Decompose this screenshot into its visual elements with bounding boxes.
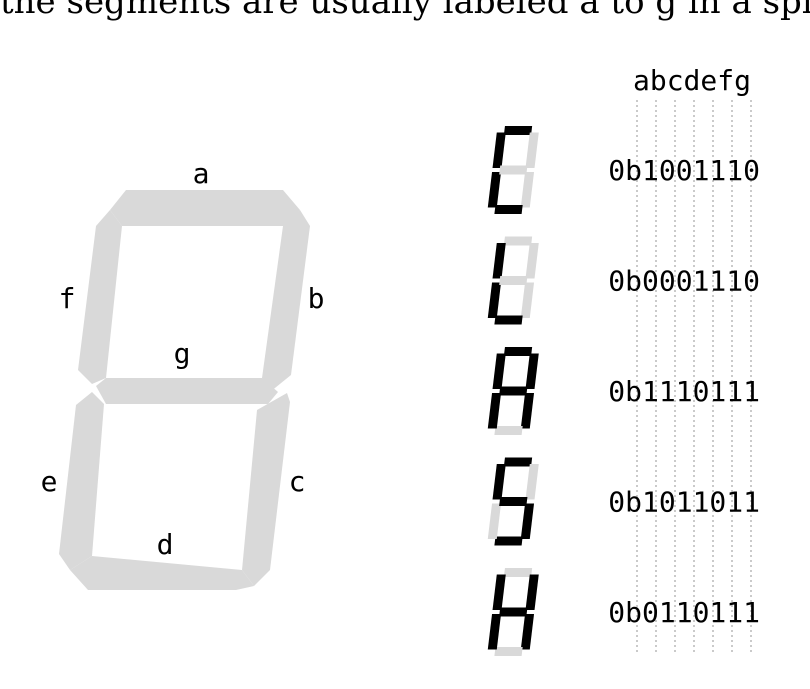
small-segment-a (503, 126, 533, 135)
small-segment-c (520, 282, 535, 318)
small-segment-f (492, 574, 506, 610)
small-segment-g (499, 607, 528, 617)
small-segment-d (494, 205, 523, 214)
small-segment-b (525, 132, 539, 168)
small-segment-f (492, 243, 506, 279)
segment-label-e: e (41, 465, 58, 498)
small-segment-f (492, 132, 506, 168)
small-segment-e (487, 393, 502, 429)
big-segment-f (78, 210, 122, 384)
small-segment-g (499, 386, 528, 396)
big-segment-d (70, 556, 254, 590)
binary-code: 0b1001110 (608, 154, 760, 187)
small-segment-d (494, 426, 523, 435)
small-segment-e (487, 614, 502, 650)
small-digit-L (487, 236, 539, 325)
binary-code: 0b1110111 (608, 375, 760, 408)
segment-label-d: d (157, 528, 174, 561)
small-digit-H (487, 568, 539, 656)
small-segment-b (525, 574, 539, 610)
caption-text: the segments are usually labeled a to g … (0, 0, 810, 22)
small-segment-e (487, 282, 502, 318)
table-row: 0b0001110 (487, 236, 760, 325)
small-segment-f (492, 353, 506, 389)
small-segment-a (503, 347, 533, 356)
small-digit-C (487, 126, 539, 214)
small-segment-c (520, 503, 535, 539)
segment-label-f: f (59, 282, 76, 315)
small-segment-e (487, 172, 502, 208)
binary-code: 0b1011011 (608, 486, 760, 519)
small-segment-c (520, 393, 535, 429)
small-segment-d (494, 536, 523, 546)
small-segment-g (499, 165, 528, 175)
table-row: 0b1001110 (487, 126, 760, 214)
small-segment-g (499, 497, 528, 506)
small-digit-A (487, 347, 539, 435)
segment-order-header: abcdefg (633, 64, 751, 97)
small-segment-a (503, 236, 533, 246)
large-seven-segment-digit (59, 190, 310, 590)
segment-labels: a b c d e f g (41, 157, 325, 561)
big-segment-b (262, 210, 310, 392)
small-segment-f (492, 464, 506, 500)
segment-label-a: a (193, 157, 210, 190)
character-table: 0b1001110 0b0001110 0b1110111 0b1011011 0b01… (487, 126, 760, 656)
small-segment-e (487, 503, 502, 539)
table-row: 0b1110111 (487, 347, 760, 435)
small-segment-a (503, 457, 533, 467)
small-segment-d (494, 647, 523, 656)
big-segment-e (59, 392, 104, 570)
segment-label-b: b (308, 282, 325, 315)
segment-label-c: c (289, 465, 306, 498)
small-segment-b (525, 243, 539, 279)
segment-label-g: g (174, 337, 191, 370)
small-segment-g (499, 276, 528, 285)
small-segment-c (520, 614, 535, 650)
small-segment-d (494, 315, 523, 325)
binary-code: 0b0110111 (608, 596, 760, 629)
big-segment-c (242, 393, 290, 586)
small-digit-S (487, 457, 539, 546)
big-segment-a (110, 190, 300, 226)
binary-code: 0b0001110 (608, 265, 760, 298)
small-segment-c (520, 172, 535, 208)
small-segment-a (503, 568, 533, 577)
small-segment-b (525, 464, 539, 500)
table-row: 0b0110111 (487, 568, 760, 656)
small-segment-b (525, 353, 539, 389)
big-segment-g (96, 378, 278, 404)
table-row: 0b1011011 (487, 457, 760, 546)
